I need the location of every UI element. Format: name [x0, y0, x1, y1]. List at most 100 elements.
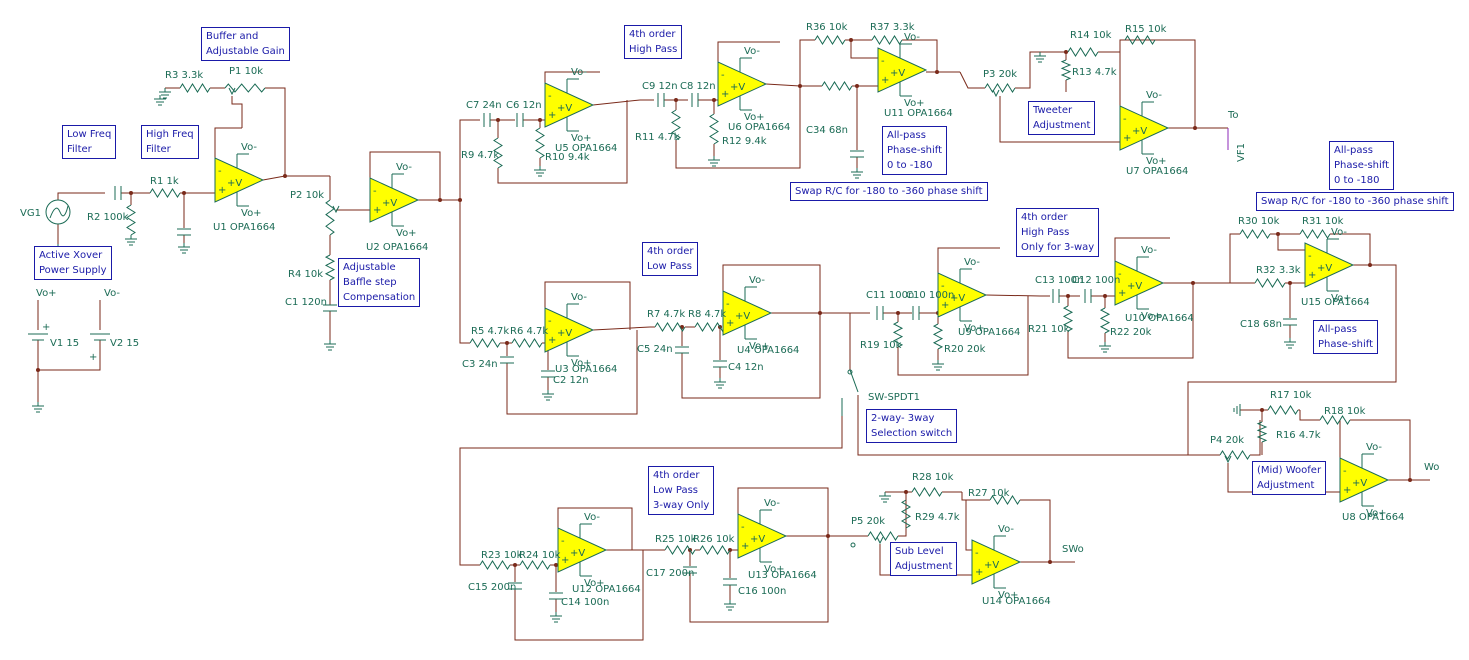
- component-label: R26 10k: [693, 534, 735, 545]
- component-label: C11 100n: [866, 290, 914, 301]
- opamp-body: [1304, 242, 1355, 288]
- noninverting-pin-label: +: [1118, 288, 1126, 299]
- supply-label: +V: [950, 293, 965, 304]
- wire: [262, 175, 330, 181]
- wire: [1119, 39, 1196, 128]
- opamp-body: [1114, 260, 1165, 306]
- note-line: Compensation: [343, 292, 416, 303]
- capacitor: [1052, 289, 1060, 303]
- resistor: [867, 531, 899, 541]
- output-wo-label: Wo: [1424, 462, 1439, 473]
- wire: [57, 192, 105, 200]
- inverting-pin-label: -: [941, 281, 945, 292]
- opamp-body: [1119, 105, 1170, 151]
- opamp-body: [937, 272, 988, 318]
- vplus-label: Vo+: [396, 228, 417, 239]
- opamp-body: [557, 527, 608, 573]
- opamp-u9: [937, 268, 988, 322]
- resistor-r3: [179, 83, 211, 93]
- opamp-body: [544, 82, 595, 128]
- wire: [214, 127, 242, 168]
- junction-dot: [826, 534, 830, 538]
- inverting-pin-label: -: [721, 70, 725, 81]
- note-line: 4th order: [647, 246, 694, 257]
- vminus-label: Vo-: [1331, 227, 1347, 238]
- inverting-pin-label: -: [548, 316, 552, 327]
- note-line: Active Xover: [39, 250, 103, 261]
- opamp-u11: [877, 43, 928, 97]
- opamp-label: U4 OPA1664: [737, 345, 799, 356]
- wire: [985, 294, 1041, 297]
- opamp-u4: [722, 286, 773, 340]
- wire: [959, 71, 985, 89]
- inverting-pin-label: -: [1118, 269, 1122, 280]
- ground-symbol: [1099, 342, 1111, 353]
- opamp-label: U1 OPA1664: [213, 222, 275, 233]
- opamp-label: U12 OPA1664: [572, 584, 641, 595]
- component-label: P5 20k: [851, 516, 885, 527]
- supply-label: +V: [730, 82, 745, 93]
- resistor: [911, 487, 943, 497]
- resistor: [699, 545, 731, 555]
- opamp-body: [214, 157, 265, 203]
- noninverting-pin-label: +: [548, 110, 556, 121]
- vplus-label: Vo+: [571, 358, 592, 369]
- ground-symbol: [1284, 338, 1296, 349]
- inverting-pin-label: -: [218, 166, 222, 177]
- ground-symbol: [1233, 404, 1241, 416]
- opamp-label: U11 OPA1664: [884, 108, 953, 119]
- pot-terminal: [850, 542, 856, 548]
- resistor: [493, 137, 503, 169]
- vplus-label: Vo+: [749, 341, 770, 352]
- vplus-label: Vo+: [571, 133, 592, 144]
- wire: [1220, 233, 1240, 284]
- junction-dot: [818, 311, 822, 315]
- component-label: P4 20k: [1210, 435, 1244, 446]
- component-label: R23 10k: [481, 550, 523, 561]
- resistor: [1319, 415, 1351, 425]
- ground-symbol: [178, 243, 190, 254]
- component-label: R36 10k: [806, 22, 848, 33]
- opamp-label: U10 OPA1664: [1125, 313, 1194, 324]
- resistor: [1124, 35, 1156, 45]
- note-line: 4th order: [629, 29, 676, 40]
- inverting-pin-label: -: [1123, 114, 1127, 125]
- note-line: Adjustment: [1257, 480, 1315, 491]
- ground-symbol: [534, 166, 546, 177]
- component-label: R16 4.7k: [1276, 430, 1321, 441]
- note-line: Low Freq: [67, 129, 112, 140]
- component-label: R20 20k: [944, 344, 986, 355]
- v2-plus-sign: +: [89, 352, 97, 363]
- note-line: Baffle step: [343, 277, 397, 288]
- note-line: Sub Level: [895, 546, 944, 557]
- capacitor-c36: [177, 228, 191, 236]
- capacitor: [683, 566, 697, 574]
- component-label: R2 100k: [87, 212, 129, 223]
- capacitor: [657, 93, 665, 107]
- wire: [681, 312, 821, 399]
- note-line: Power Supply: [39, 265, 107, 276]
- note-line: Selection switch: [871, 428, 953, 439]
- component-label: C8 12n: [680, 81, 716, 92]
- junction-dot: [1048, 560, 1052, 564]
- capacitor: [549, 592, 563, 600]
- junction-dot: [935, 70, 939, 74]
- inverting-pin-label: -: [1308, 251, 1312, 262]
- vminus-label: Vo-: [744, 46, 760, 57]
- note-line: Adjustable Gain: [206, 46, 285, 57]
- note-line: All-pass: [887, 130, 926, 141]
- resistor: [871, 35, 903, 45]
- component-label: R29 4.7k: [915, 512, 960, 523]
- resistor: [469, 338, 501, 348]
- output-swo-label: SWo: [1062, 544, 1084, 555]
- component-label: R14 10k: [1070, 30, 1112, 41]
- ground-symbol: [1034, 52, 1046, 63]
- noninverting-pin-label: +: [1123, 133, 1131, 144]
- opamp-label: U6 OPA1664: [728, 122, 790, 133]
